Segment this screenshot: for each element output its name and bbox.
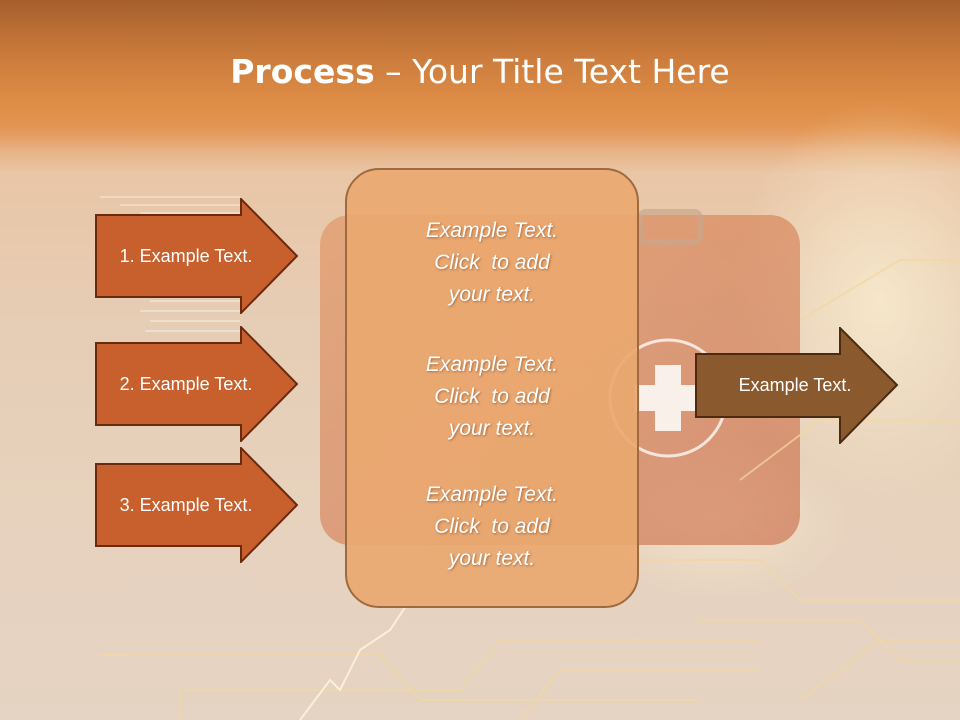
step-label: 1. Example Text. bbox=[119, 245, 253, 266]
center-text-block-1: Example Text. Click to add your text. bbox=[347, 215, 637, 311]
right-arrow-shape-icon bbox=[95, 447, 299, 563]
center-text-line: Example Text. bbox=[425, 219, 559, 242]
center-text-line: Click to add bbox=[434, 385, 550, 408]
step-arrow-3[interactable]: 3. Example Text. bbox=[95, 447, 299, 563]
slide-title[interactable]: Process – Your Title Text Here bbox=[0, 52, 960, 91]
center-text-line: Example Text. bbox=[425, 483, 559, 506]
step-label: 3. Example Text. bbox=[119, 494, 253, 515]
title-rest-part: – Your Title Text Here bbox=[374, 52, 730, 91]
center-text-block-3: Example Text. Click to add your text. bbox=[347, 479, 637, 575]
center-text-block-2: Example Text. Click to add your text. bbox=[347, 349, 637, 445]
title-band bbox=[0, 0, 960, 150]
center-text-box[interactable]: Example Text. Click to add your text. Ex… bbox=[345, 168, 639, 608]
right-arrow-shape-icon bbox=[95, 326, 299, 442]
center-text-line: your text. bbox=[448, 417, 536, 440]
center-text-line: your text. bbox=[448, 283, 536, 306]
step-arrow-2[interactable]: 2. Example Text. bbox=[95, 326, 299, 442]
center-text-line: Click to add bbox=[434, 251, 550, 274]
title-bold-part: Process bbox=[230, 52, 375, 91]
output-arrow[interactable]: Example Text. bbox=[695, 327, 899, 444]
step-arrow-1[interactable]: 1. Example Text. bbox=[95, 198, 299, 314]
circuit-lines bbox=[100, 259, 960, 720]
right-arrow-shape-icon bbox=[95, 198, 299, 314]
right-arrow-shape-icon bbox=[695, 327, 899, 444]
step-label: 2. Example Text. bbox=[119, 373, 253, 394]
center-text-line: your text. bbox=[448, 547, 536, 570]
output-label: Example Text. bbox=[738, 375, 852, 395]
center-text-line: Example Text. bbox=[425, 353, 559, 376]
center-text-line: Click to add bbox=[434, 515, 550, 538]
